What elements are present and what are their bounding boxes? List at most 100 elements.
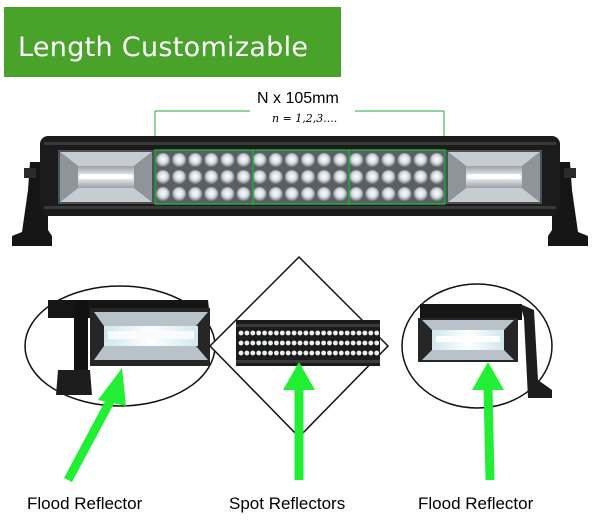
- led: [365, 170, 380, 184]
- led: [220, 187, 235, 201]
- led: [284, 170, 299, 184]
- zoom-led: [238, 330, 244, 336]
- zoom-led: [285, 330, 291, 336]
- zoom-led: [362, 340, 368, 346]
- led: [252, 187, 267, 201]
- zoom-flood-left: [24, 285, 216, 407]
- zoom-spot-diamond: [208, 255, 390, 439]
- zoom-led: [368, 340, 374, 346]
- zoom-led: [250, 330, 256, 336]
- led: [252, 170, 267, 184]
- led: [413, 170, 428, 184]
- zoom-led: [274, 350, 279, 356]
- led: [349, 170, 364, 184]
- led: [204, 170, 219, 184]
- zoom-led: [338, 350, 344, 356]
- zoom-led: [338, 340, 344, 346]
- led: [268, 153, 283, 167]
- spot-leds: [155, 150, 445, 204]
- zoom-led: [344, 340, 350, 346]
- led: [188, 153, 203, 167]
- led: [236, 153, 251, 167]
- led: [365, 187, 380, 201]
- led: [365, 153, 380, 167]
- led: [172, 187, 187, 201]
- zoom-led: [321, 340, 326, 346]
- zoom-led: [309, 350, 315, 356]
- zoom-led: [274, 330, 279, 336]
- label-flood-reflector-right: Flood Reflector: [418, 494, 534, 513]
- arrow-right: [472, 362, 504, 481]
- zoom-led: [368, 350, 374, 356]
- led: [333, 170, 348, 184]
- zoom-led: [279, 350, 285, 356]
- zoom-led: [238, 350, 244, 356]
- led: [220, 153, 235, 167]
- led: [268, 187, 283, 201]
- zoom-led: [315, 330, 321, 336]
- zoom-led: [350, 350, 356, 356]
- led: [204, 187, 219, 201]
- zoom-led: [315, 340, 321, 346]
- arrow-middle: [283, 362, 315, 480]
- zoom-led: [297, 340, 303, 346]
- led: [156, 187, 170, 201]
- zoom-led: [291, 330, 297, 336]
- led: [284, 153, 299, 167]
- zoom-flood-right: [401, 283, 553, 409]
- zoom-led: [327, 350, 332, 356]
- led: [317, 153, 331, 167]
- zoom-led: [262, 330, 267, 336]
- zoom-led: [244, 350, 250, 356]
- zoom-led: [268, 330, 273, 336]
- dimension-label: N x 105mm: [257, 90, 339, 107]
- led: [188, 170, 203, 184]
- label-flood-reflector-left: Flood Reflector: [27, 494, 143, 513]
- zoom-led: [303, 330, 309, 336]
- led: [156, 153, 170, 167]
- led: [413, 187, 428, 201]
- zoom-led: [297, 330, 303, 336]
- zoom-led: [279, 330, 285, 336]
- zoom-led: [333, 340, 338, 346]
- led: [204, 153, 219, 167]
- zoom-led: [297, 350, 303, 356]
- led: [172, 153, 187, 167]
- zoom-led: [309, 340, 315, 346]
- led: [317, 170, 331, 184]
- led: [172, 170, 187, 184]
- led: [300, 170, 315, 184]
- led: [333, 153, 348, 167]
- led: [381, 187, 396, 201]
- zoom-led: [256, 350, 262, 356]
- led: [381, 153, 396, 167]
- zoom-led: [333, 350, 338, 356]
- flood-module-left: [58, 150, 154, 204]
- dimension-note: n = 1,2,3....: [272, 112, 338, 125]
- zoom-led: [262, 350, 267, 356]
- zoom-led: [262, 340, 267, 346]
- led: [300, 153, 315, 167]
- zoom-led: [268, 340, 273, 346]
- zoom-led: [374, 340, 380, 346]
- led: [429, 153, 444, 167]
- zoom-led: [274, 340, 279, 346]
- led: [397, 170, 412, 184]
- zoom-led: [321, 350, 326, 356]
- zoom-led: [344, 350, 350, 356]
- title-banner: Length Customizable: [4, 7, 341, 77]
- zoom-led: [362, 330, 368, 336]
- zoom-led: [344, 330, 350, 336]
- led: [268, 170, 283, 184]
- zoom-led: [238, 340, 244, 346]
- light-bar: [12, 136, 588, 246]
- zoom-led: [368, 330, 374, 336]
- led: [397, 187, 412, 201]
- zoom-led: [356, 350, 362, 356]
- led: [300, 187, 315, 201]
- zoom-led: [374, 330, 380, 336]
- zoom-led: [291, 350, 297, 356]
- led: [349, 187, 364, 201]
- label-spot-reflectors: Spot Reflectors: [229, 494, 346, 513]
- zoom-led: [279, 340, 285, 346]
